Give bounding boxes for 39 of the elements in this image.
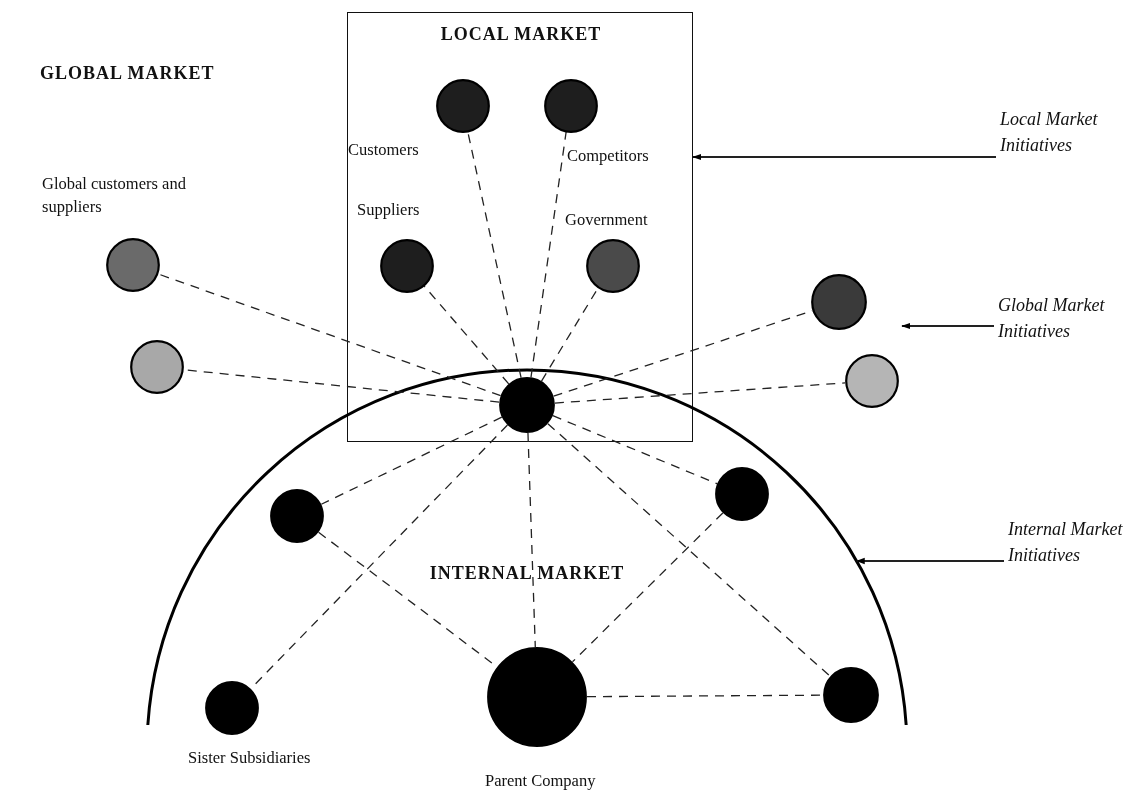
market-actor-circle	[270, 489, 324, 543]
dashed-connector	[527, 432, 536, 648]
market-actor-circle	[715, 467, 769, 521]
market-actor-circle	[487, 647, 587, 747]
circle-caption: Sister Subsidiaries	[188, 748, 311, 769]
market-actor-circle	[544, 79, 598, 133]
arrow	[901, 322, 995, 330]
arrow	[692, 153, 997, 161]
circle-caption: Customers	[348, 140, 419, 161]
circle-caption: Government	[565, 210, 648, 231]
circle-caption: Global customers and suppliers	[42, 173, 187, 218]
market-heading: INTERNAL MARKET	[428, 562, 626, 585]
market-actor-circle	[586, 239, 640, 293]
dashed-connector	[320, 416, 503, 505]
dashed-connector	[547, 423, 831, 677]
market-heading: GLOBAL MARKET	[40, 62, 215, 85]
market-actor-circle	[205, 681, 259, 735]
initiative-label: Internal Market Initiatives	[1008, 518, 1124, 567]
market-actor-circle	[499, 377, 555, 433]
arrow	[855, 557, 1005, 565]
initiative-label: Global Market Initiatives	[998, 294, 1106, 343]
local-market-box	[347, 12, 693, 442]
dashed-connector	[554, 382, 846, 404]
dashed-connector	[530, 131, 567, 378]
market-actor-circle	[106, 238, 160, 292]
initiative-label: Local Market Initiatives	[1000, 108, 1099, 157]
market-actor-circle	[845, 354, 899, 408]
dashed-connector	[552, 415, 718, 485]
dashed-connector	[423, 284, 510, 385]
market-actor-circle	[380, 239, 434, 293]
circle-caption: Competitors	[567, 146, 649, 167]
market-heading: LOCAL MARKET	[439, 23, 603, 46]
circle-caption: Parent Company	[485, 771, 596, 792]
market-actor-circle	[436, 79, 490, 133]
circle-caption: Suppliers	[357, 200, 420, 221]
market-actor-circle	[823, 667, 879, 723]
market-actor-circle	[130, 340, 184, 394]
dashed-connector	[571, 512, 724, 663]
market-actor-circle	[811, 274, 867, 330]
